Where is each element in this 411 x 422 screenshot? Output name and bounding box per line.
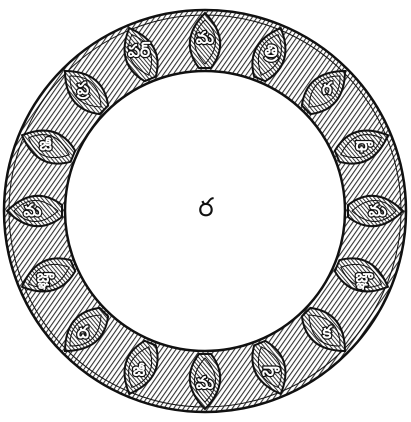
petal-label: ద — [77, 323, 89, 343]
petal-label: పర్ — [128, 42, 151, 62]
petal-label: ధా — [356, 135, 374, 155]
petal-label: మ — [196, 374, 214, 394]
petal-label: గ — [322, 79, 333, 99]
center-glyph: ర — [186, 193, 226, 223]
petal-label: జీ — [133, 360, 146, 380]
petal-label: త్రి — [264, 42, 279, 63]
petal-label: జ్ఞా — [355, 267, 373, 290]
petal-label: క — [322, 323, 333, 343]
petal-label: మ — [369, 201, 387, 221]
petal-label: ప్ర — [76, 79, 90, 100]
petal-label: మ — [196, 29, 214, 49]
petal-label: నా — [262, 360, 280, 380]
petal-label: జ్ఞా — [37, 267, 55, 290]
petal-label: జీ — [39, 135, 52, 155]
petal-label: మ — [24, 201, 42, 221]
